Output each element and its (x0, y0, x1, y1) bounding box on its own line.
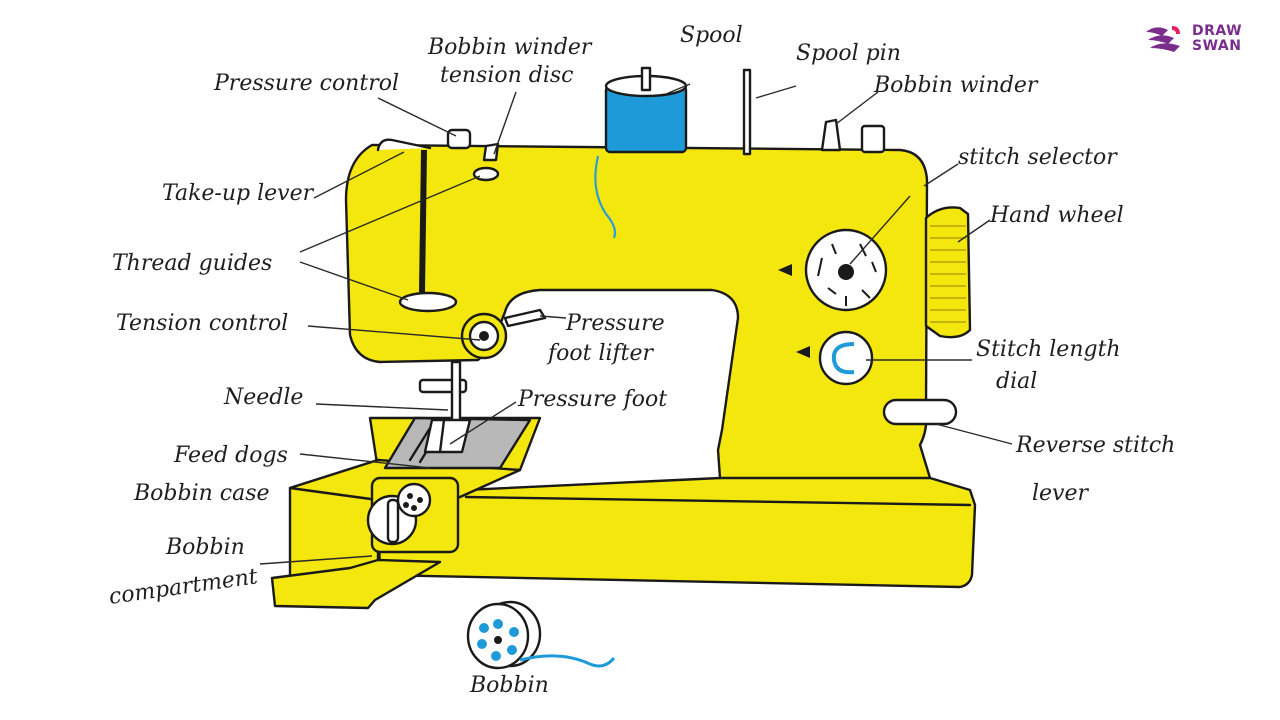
label-pressure-foot-lifter-line2: foot lifter (546, 341, 655, 366)
pressure-foot-lifter (503, 308, 547, 328)
label-tension-control: Tension control (116, 311, 288, 336)
label-bobbin-case: Bobbin case (133, 481, 270, 506)
label-take-up-lever: Take-up lever (162, 181, 315, 206)
label-pressure-control: Pressure control (213, 71, 399, 96)
spool-pin (742, 68, 752, 156)
sewing-machine (270, 66, 977, 610)
label-bobbin-winder-tension-disc-line1: Bobbin winder (427, 35, 593, 60)
thread-guide-upper (472, 166, 500, 182)
leader-lines (259, 83, 1013, 565)
label-bobbin-compartment-line1: Bobbin (165, 535, 245, 560)
label-spool: Spool (680, 23, 743, 48)
label-bobbin-winder-tension-disc-line2: tension disc (440, 63, 574, 88)
label-stitch-length-dial-line1: Stitch length (976, 337, 1121, 362)
label-bobbin: Bobbin (469, 673, 549, 698)
brand-line2: SWAN (1192, 38, 1242, 54)
label-reverse-stitch-lever-line1: Reverse stitch (1015, 433, 1175, 458)
label-stitch-length-dial-line2: dial (996, 369, 1037, 394)
label-pressure-foot: Pressure foot (517, 387, 667, 412)
needle-assembly (418, 360, 472, 454)
pressure-control-knob (446, 128, 472, 150)
reverse-stitch-lever (882, 398, 958, 426)
brand-logo: DRAW SWAN (1142, 22, 1242, 56)
brand-line1: DRAW (1192, 23, 1243, 39)
labels: Pressure control Bobbin winder tension d… (107, 23, 1175, 698)
label-feed-dogs: Feed dogs (173, 443, 288, 468)
stitch-selector-dial (778, 228, 888, 312)
bobbin-case (366, 476, 460, 554)
swan-logo-icon (1146, 26, 1180, 52)
stitch-length-dial (796, 330, 874, 386)
label-thread-guides: Thread guides (112, 251, 272, 276)
brand-name: DRAW SWAN (1192, 24, 1242, 54)
label-hand-wheel: Hand wheel (989, 203, 1124, 228)
tension-control-dial (460, 312, 508, 360)
spool (604, 66, 688, 154)
label-reverse-stitch-lever-line2: lever (1032, 481, 1090, 506)
label-pressure-foot-lifter-line1: Pressure (565, 311, 665, 336)
label-bobbin-compartment-line2: compartment (107, 564, 259, 610)
bobbin (466, 600, 616, 670)
hand-wheel (924, 206, 972, 339)
label-stitch-selector: stitch selector (958, 145, 1118, 170)
thread (594, 155, 617, 239)
bobbin-compartment-cover (270, 558, 442, 610)
thread-guide-lower (398, 291, 458, 313)
label-bobbin-winder: Bobbin winder (873, 73, 1039, 98)
label-spool-pin: Spool pin (796, 41, 901, 66)
bobbin-winder (820, 118, 886, 154)
label-needle: Needle (223, 385, 303, 410)
take-up-lever-slot (419, 149, 427, 293)
